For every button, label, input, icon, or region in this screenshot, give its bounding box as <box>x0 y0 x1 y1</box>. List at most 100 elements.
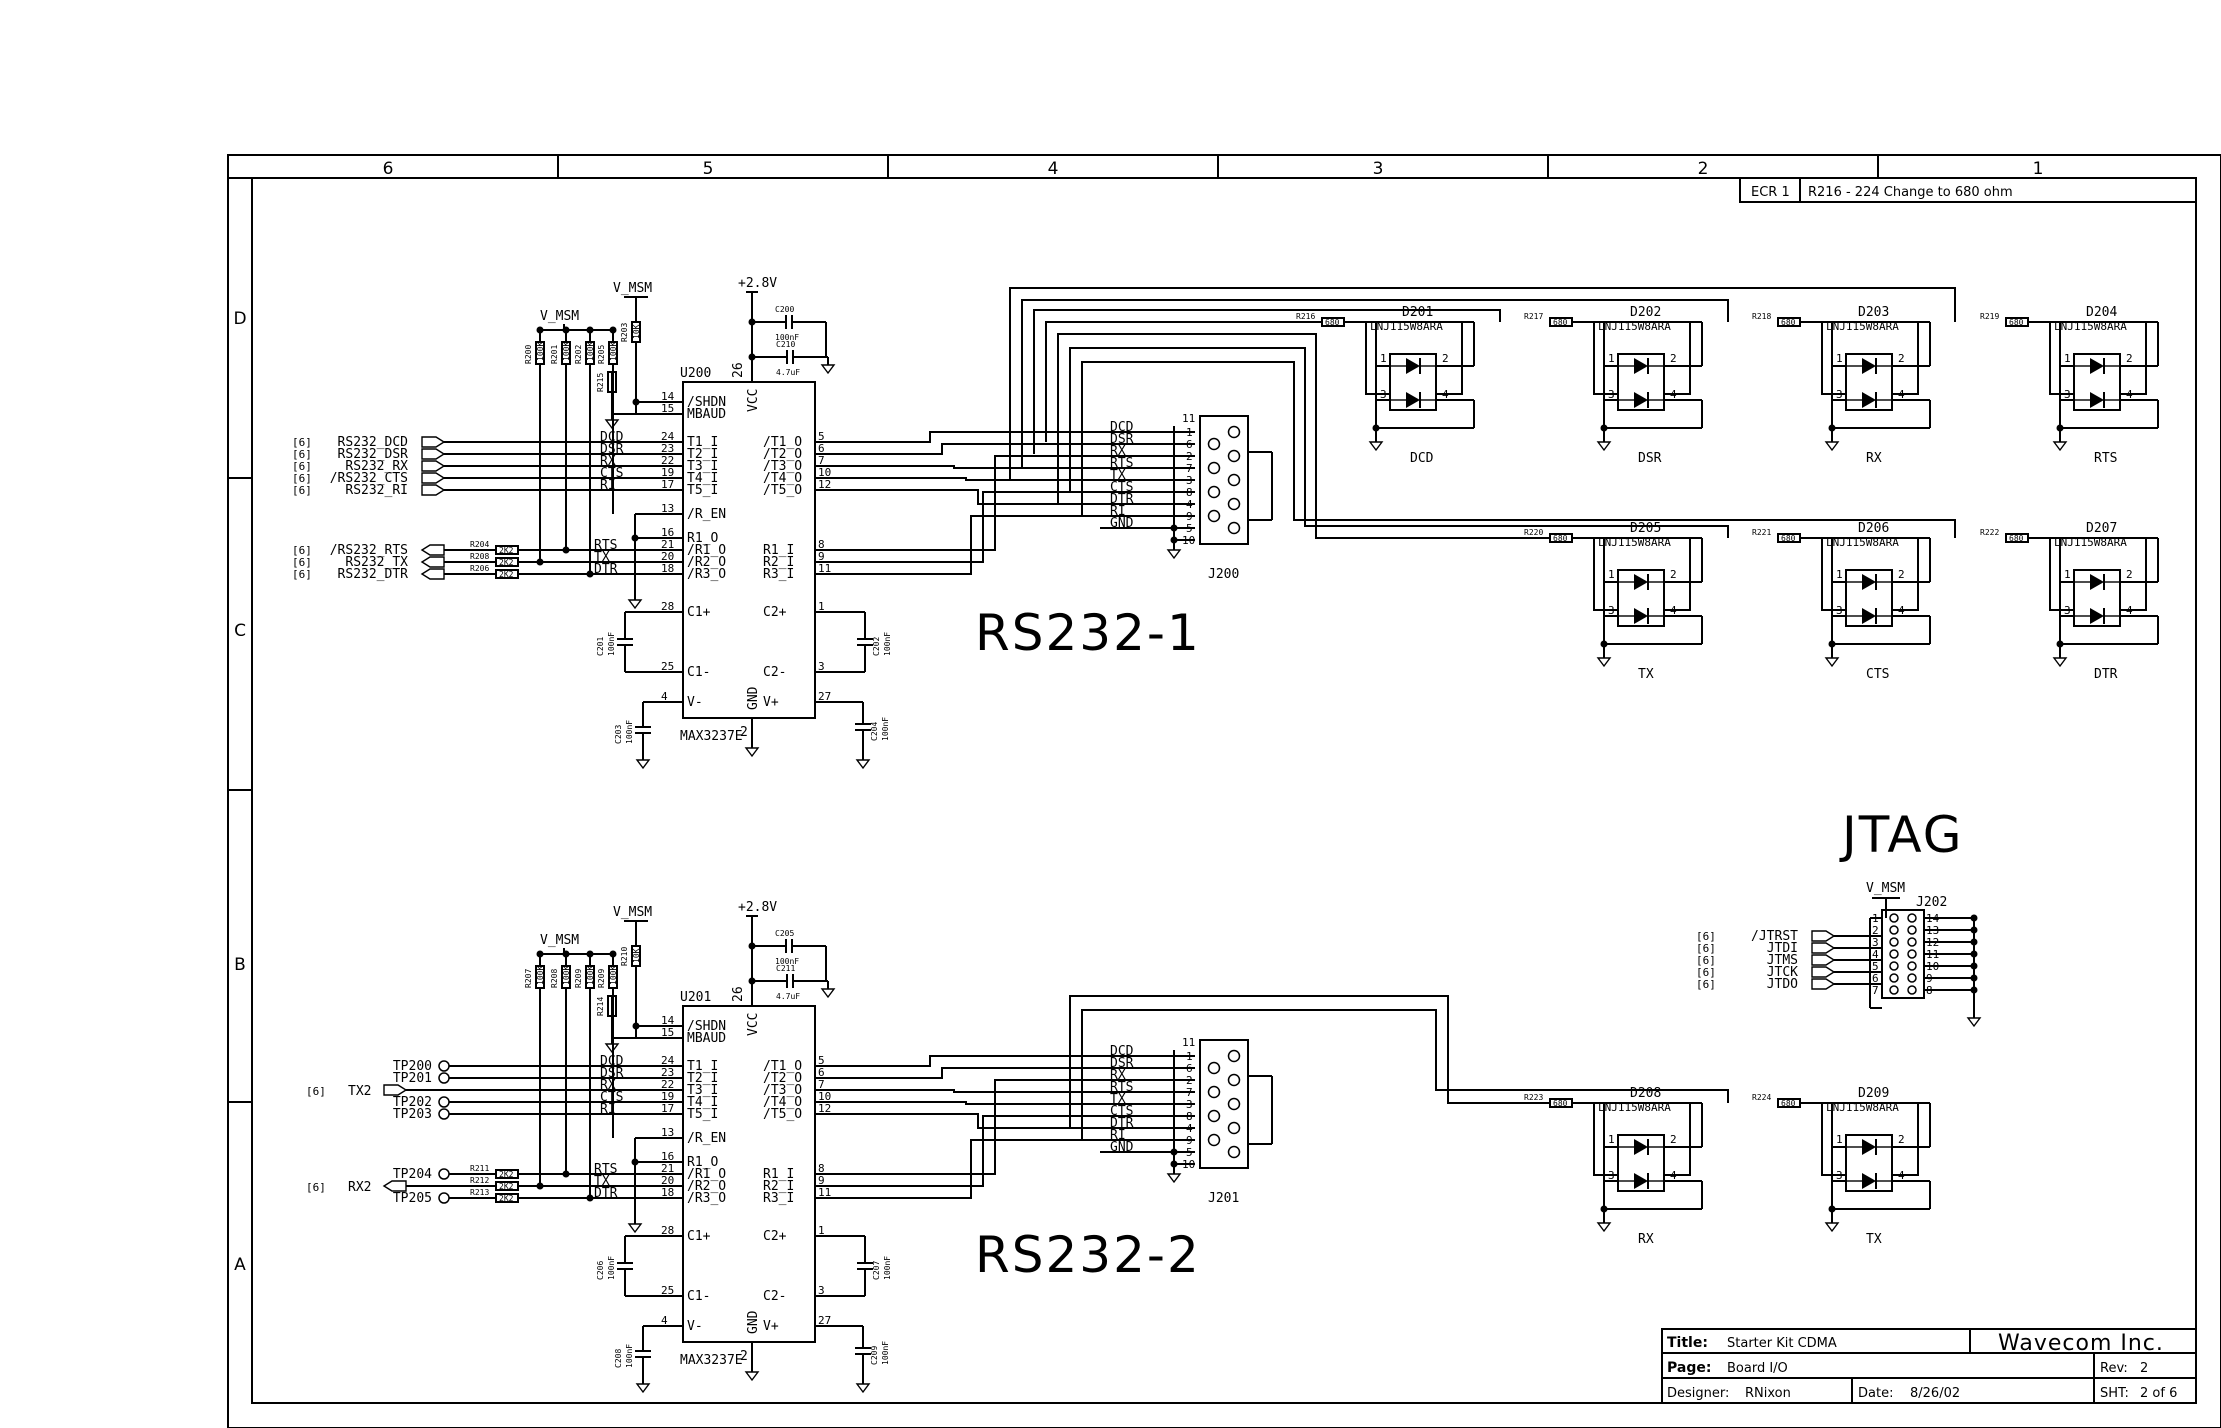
junction-dot <box>586 1194 594 1202</box>
resistor-ref: R208 <box>470 552 489 561</box>
capacitor-ref: C211 <box>776 964 795 973</box>
power-label-vmsm: V_MSM <box>613 905 652 920</box>
led-pin-number: 3 <box>1608 388 1615 401</box>
signal-name: DSR <box>600 442 624 457</box>
led-label: DCD <box>1410 451 1434 466</box>
ground-symbol <box>855 1383 871 1394</box>
pin-name: /T3_O <box>763 1083 802 1098</box>
capacitor-value: 100nF <box>775 333 799 342</box>
diode-triangle <box>1634 358 1648 374</box>
pin-number: 7 <box>818 1078 825 1091</box>
ground-symbol <box>1368 441 1384 452</box>
test-point-name: TP202 <box>393 1095 432 1110</box>
led-part: LNJ115W8ARA <box>1598 320 1671 333</box>
input-port-flag <box>421 460 446 472</box>
pin-number: 23 <box>661 442 674 455</box>
test-point-name: TP204 <box>393 1167 432 1182</box>
pin-name: /R3_O <box>687 567 726 582</box>
resistor-value: 680 <box>1781 534 1796 543</box>
power-label-vmsm: V_MSM <box>613 281 652 296</box>
capacitor-value: 100nF <box>883 632 892 656</box>
junction-dot <box>586 570 594 578</box>
connector-signal: RX <box>1110 1068 1126 1083</box>
jtag-pin <box>1907 925 1917 935</box>
junction-dot <box>536 1182 544 1190</box>
pin-number: 17 <box>661 478 674 491</box>
ground-symbol <box>855 759 871 770</box>
pin-number: 24 <box>661 1054 675 1067</box>
resistor-ref: R218 <box>1752 312 1771 321</box>
resistor-ref: R224 <box>1752 1093 1771 1102</box>
led-pin-number: 2 <box>2126 352 2133 365</box>
resistor-value: 100K <box>536 966 545 985</box>
pin-name: C2- <box>763 665 786 680</box>
connector-pin-number: 7 <box>1186 462 1193 475</box>
connector-pin <box>1207 461 1221 475</box>
ground-symbol <box>1824 657 1840 668</box>
pin-name: R1_I <box>763 543 794 558</box>
resistor-value: 680 <box>1781 1099 1796 1108</box>
jtag-pin <box>1889 985 1899 995</box>
sheet-reference: [6] <box>1696 954 1716 967</box>
pin-name: T5_I <box>687 483 718 498</box>
pin-number: 13 <box>661 1126 674 1139</box>
pin-name: T3_I <box>687 459 718 474</box>
capacitor-ref: C201 <box>596 637 605 656</box>
input-port-flag <box>1811 966 1836 978</box>
title-block: Title: Starter Kit CDMA Wavecom Inc. Pag… <box>1661 1328 2197 1404</box>
led-label: CTS <box>1866 667 1889 682</box>
led-pin-number: 4 <box>2126 388 2133 401</box>
diode-triangle <box>1862 392 1876 408</box>
resistor-value: 2K2 <box>499 570 514 579</box>
port-name: RX2 <box>348 1180 371 1195</box>
led-pin-number: 1 <box>1608 1133 1615 1146</box>
pin-name: T1_I <box>687 435 718 450</box>
wire <box>855 1101 1100 1105</box>
connector-pin-number: 11 <box>1182 1036 1195 1049</box>
pin-number: 4 <box>661 690 668 703</box>
wire <box>855 1113 1100 1129</box>
connector-pin-number: 9 <box>1186 510 1193 523</box>
signal-name: DTR <box>594 562 618 577</box>
connector-signal: TX <box>1110 468 1126 483</box>
ecr-id: ECR 1 <box>1751 185 1790 200</box>
pin-name: R1_I <box>763 1167 794 1182</box>
resistor-value: 680 <box>1553 318 1568 327</box>
led-ref: D202 <box>1630 305 1661 320</box>
led-pin-number: 4 <box>2126 604 2133 617</box>
connector-signal: RI <box>1110 1128 1126 1143</box>
pin-name: V- <box>687 695 703 710</box>
diode-triangle <box>1634 608 1648 624</box>
resistor-ref: R209 <box>574 969 583 988</box>
pin-number: 11 <box>818 1186 831 1199</box>
led-ref: D209 <box>1858 1086 1889 1101</box>
led-part: LNJ115W8ARA <box>1826 536 1899 549</box>
port-name: RS232_DCD <box>338 435 409 450</box>
ground-symbol <box>1596 441 1612 452</box>
pin-name: C1+ <box>687 1229 711 1244</box>
resistor-value: 2K2 <box>499 558 514 567</box>
test-point <box>438 1060 450 1072</box>
sheet-reference: [6] <box>306 1085 326 1098</box>
zone-col-2: 2 <box>1698 159 1709 179</box>
led-part: LNJ115W8ARA <box>1826 320 1899 333</box>
ground-symbol <box>2052 657 2068 668</box>
connector-pin <box>1227 1049 1241 1063</box>
ground-symbol <box>627 1223 643 1234</box>
pin-name: /R3_O <box>687 1191 726 1206</box>
jtag-pin-number: 4 <box>1872 948 1879 961</box>
led-pin-number: 3 <box>1608 604 1615 617</box>
port-name: TX2 <box>348 1084 371 1099</box>
wire <box>855 477 1100 481</box>
pin-name: /R1_O <box>687 543 726 558</box>
resistor-ref: R214 <box>596 997 605 1016</box>
test-point <box>438 1096 450 1108</box>
ground-symbol <box>2052 441 2068 452</box>
pin-number: 5 <box>818 430 825 443</box>
resistor-value: 2K2 <box>499 1194 514 1203</box>
zone-col-6: 6 <box>383 159 394 179</box>
connector-pin <box>1207 1085 1221 1099</box>
connector-pin <box>1227 1097 1241 1111</box>
ecr-text: R216 - 224 Change to 680 ohm <box>1808 185 2013 200</box>
sheet-reference: [6] <box>292 448 312 461</box>
